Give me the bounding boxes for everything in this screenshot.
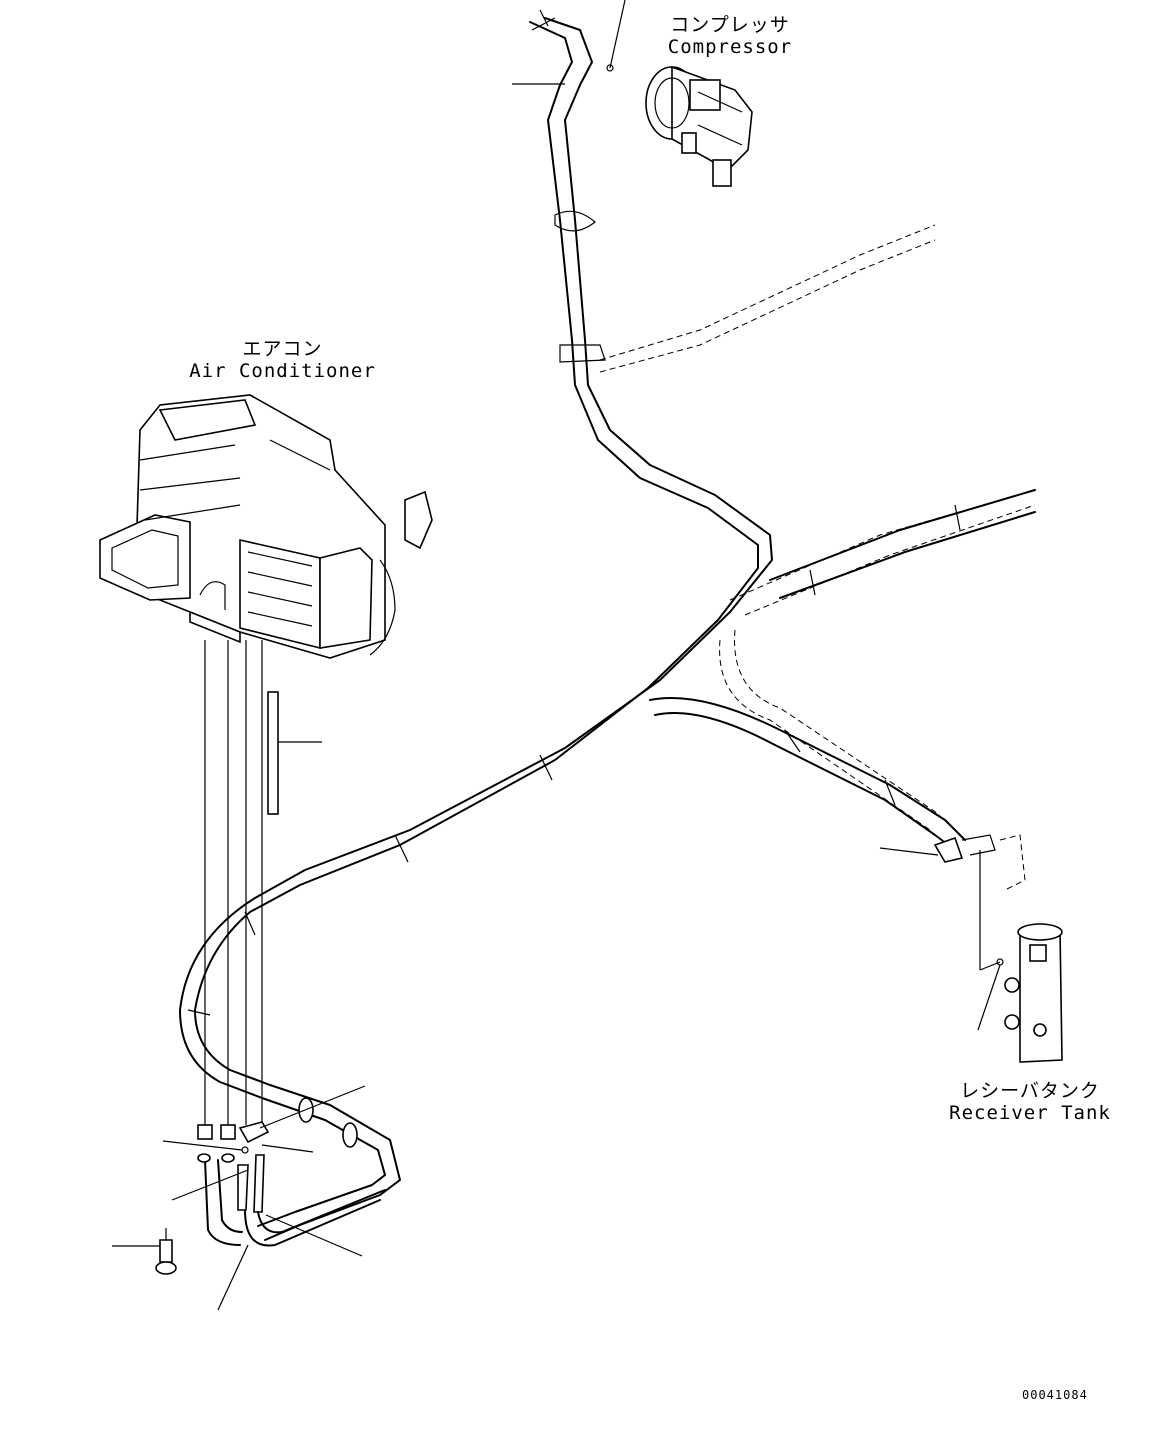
air-conditioner-label: エアコン Air Conditioner <box>180 338 385 382</box>
compressor-label: コンプレッサ Compressor <box>660 14 800 58</box>
compressor-label-jp: コンプレッサ <box>670 14 790 36</box>
compressor-hose <box>512 0 773 689</box>
receiver-branch-hose <box>649 697 996 863</box>
receiver-tank-label-jp: レシーバタンク <box>960 1080 1100 1102</box>
right-frame-pipe <box>769 489 1036 599</box>
receiver-tank-label: レシーバタンク Receiver Tank <box>940 1080 1120 1124</box>
air-conditioner-illustration <box>99 394 433 659</box>
drawing-number: 00041084 <box>1022 1388 1088 1402</box>
ac-fitting-leaders <box>204 640 322 1125</box>
air-conditioner-label-jp: エアコン <box>242 338 323 360</box>
compressor-illustration <box>645 65 753 187</box>
receiver-tank-label-en: Receiver Tank <box>949 1102 1111 1124</box>
ac-supply-hose <box>179 679 661 1241</box>
frame-hidden-lines <box>599 224 1036 891</box>
compressor-label-en: Compressor <box>667 36 793 58</box>
air-conditioner-label-en: Air Conditioner <box>189 360 376 382</box>
ac-fittings <box>112 1085 386 1311</box>
receiver-tank-illustration <box>977 850 1063 1063</box>
